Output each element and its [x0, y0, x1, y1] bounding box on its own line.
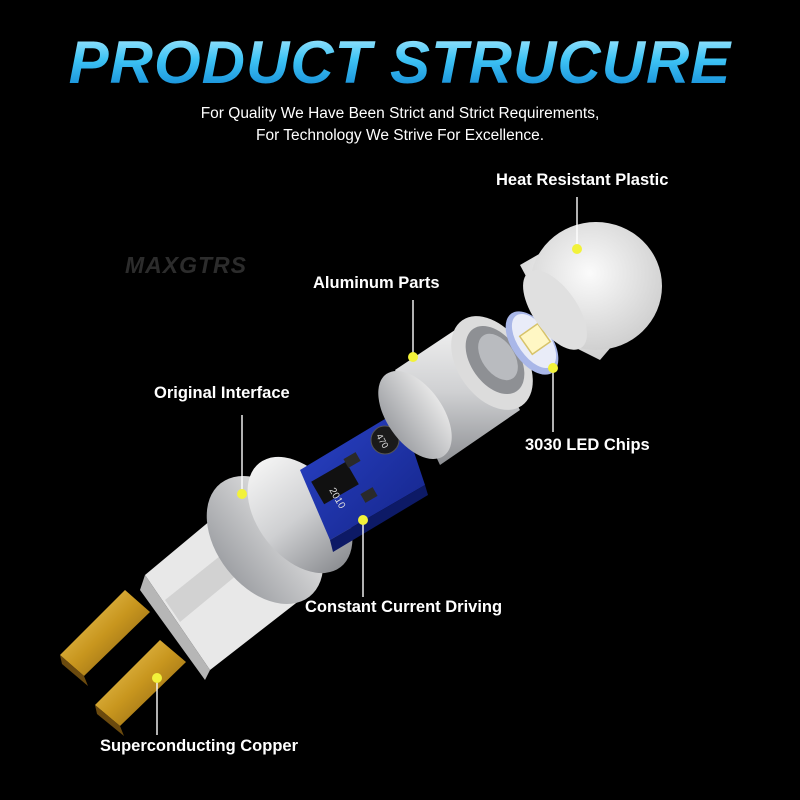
copper-pin-upper — [60, 590, 150, 686]
callout-dot-cap — [572, 244, 582, 254]
driver-pcb: 2010 470 — [300, 410, 428, 552]
callout-dot-aluminum — [408, 352, 418, 362]
brand-watermark: MAXGTRS — [125, 252, 247, 278]
callout-dot-interface — [237, 489, 247, 499]
label-heat-resistant-plastic: Heat Resistant Plastic — [496, 171, 669, 189]
label-superconducting-copper: Superconducting Copper — [100, 737, 298, 755]
subtitle-line-1: For Quality We Have Been Strict and Stri… — [200, 105, 600, 122]
copper-pin-lower — [95, 640, 186, 736]
label-original-interface: Original Interface — [154, 384, 290, 402]
led-chip-board — [505, 311, 559, 375]
callout-dot-driver — [358, 515, 368, 525]
callout-dot-copper — [152, 673, 162, 683]
callout-dot-led — [548, 363, 558, 373]
plastic-cap — [520, 222, 662, 360]
aluminum-housing — [378, 316, 533, 465]
label-led-chips: 3030 LED Chips — [525, 436, 650, 454]
label-constant-current: Constant Current Driving — [305, 598, 503, 616]
subtitle-line-2: For Technology We Strive For Excellence. — [255, 127, 545, 144]
page-title: PRODUCT STRUCURE — [0, 28, 800, 97]
label-aluminum-parts: Aluminum Parts — [313, 274, 440, 292]
